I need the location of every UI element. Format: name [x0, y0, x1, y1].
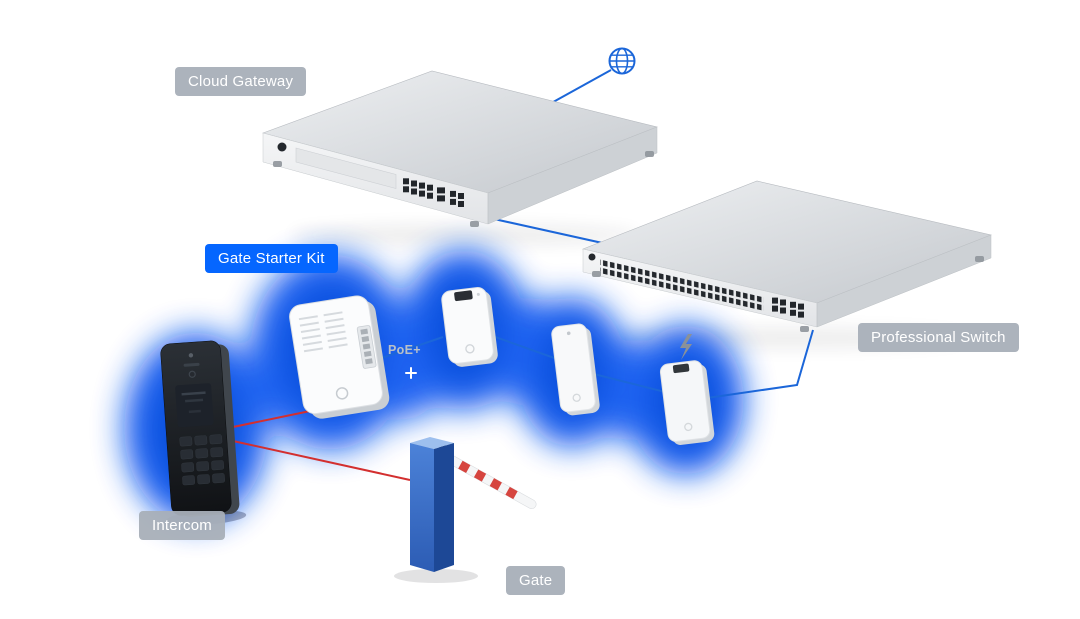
lightning-icon — [680, 334, 692, 360]
adapter-port — [454, 290, 473, 302]
poe-adapter-device — [441, 286, 498, 367]
hub-logo — [335, 387, 349, 400]
sensor2-port — [672, 363, 690, 374]
intercom-camera — [188, 353, 194, 358]
line-sensor1-to-sensor2 — [589, 372, 666, 393]
gate-hub-device — [289, 295, 390, 419]
line-sensor2-to-switch — [706, 329, 814, 399]
intercom-keypad — [179, 434, 225, 486]
intercom-label: Intercom — [139, 511, 225, 540]
professional-switch-device — [581, 180, 993, 332]
intercom-device — [160, 340, 247, 526]
intercom-speaker — [183, 362, 200, 367]
adapter-logo — [465, 344, 475, 354]
professional-switch-label: Professional Switch — [858, 323, 1019, 352]
poe-plus-label: PoE+ — [388, 343, 421, 357]
hub-vents — [298, 311, 348, 353]
plus-icon — [405, 367, 417, 379]
gate-barrier — [394, 437, 537, 583]
globe-icon — [608, 47, 636, 75]
hub-terminal-block — [356, 325, 377, 369]
gate-label: Gate — [506, 566, 566, 595]
cloud-gateway-label: Cloud Gateway — [175, 67, 307, 96]
cloud-gateway-device — [262, 70, 658, 227]
gate-starter-kit-label: Gate Starter Kit — [205, 244, 338, 273]
red-connection-lines — [232, 409, 411, 481]
sensor-device-1 — [551, 323, 600, 416]
sensor-device-2 — [659, 360, 715, 445]
intercom-screen — [175, 383, 214, 428]
line-adapter-to-sensor1 — [486, 333, 558, 360]
